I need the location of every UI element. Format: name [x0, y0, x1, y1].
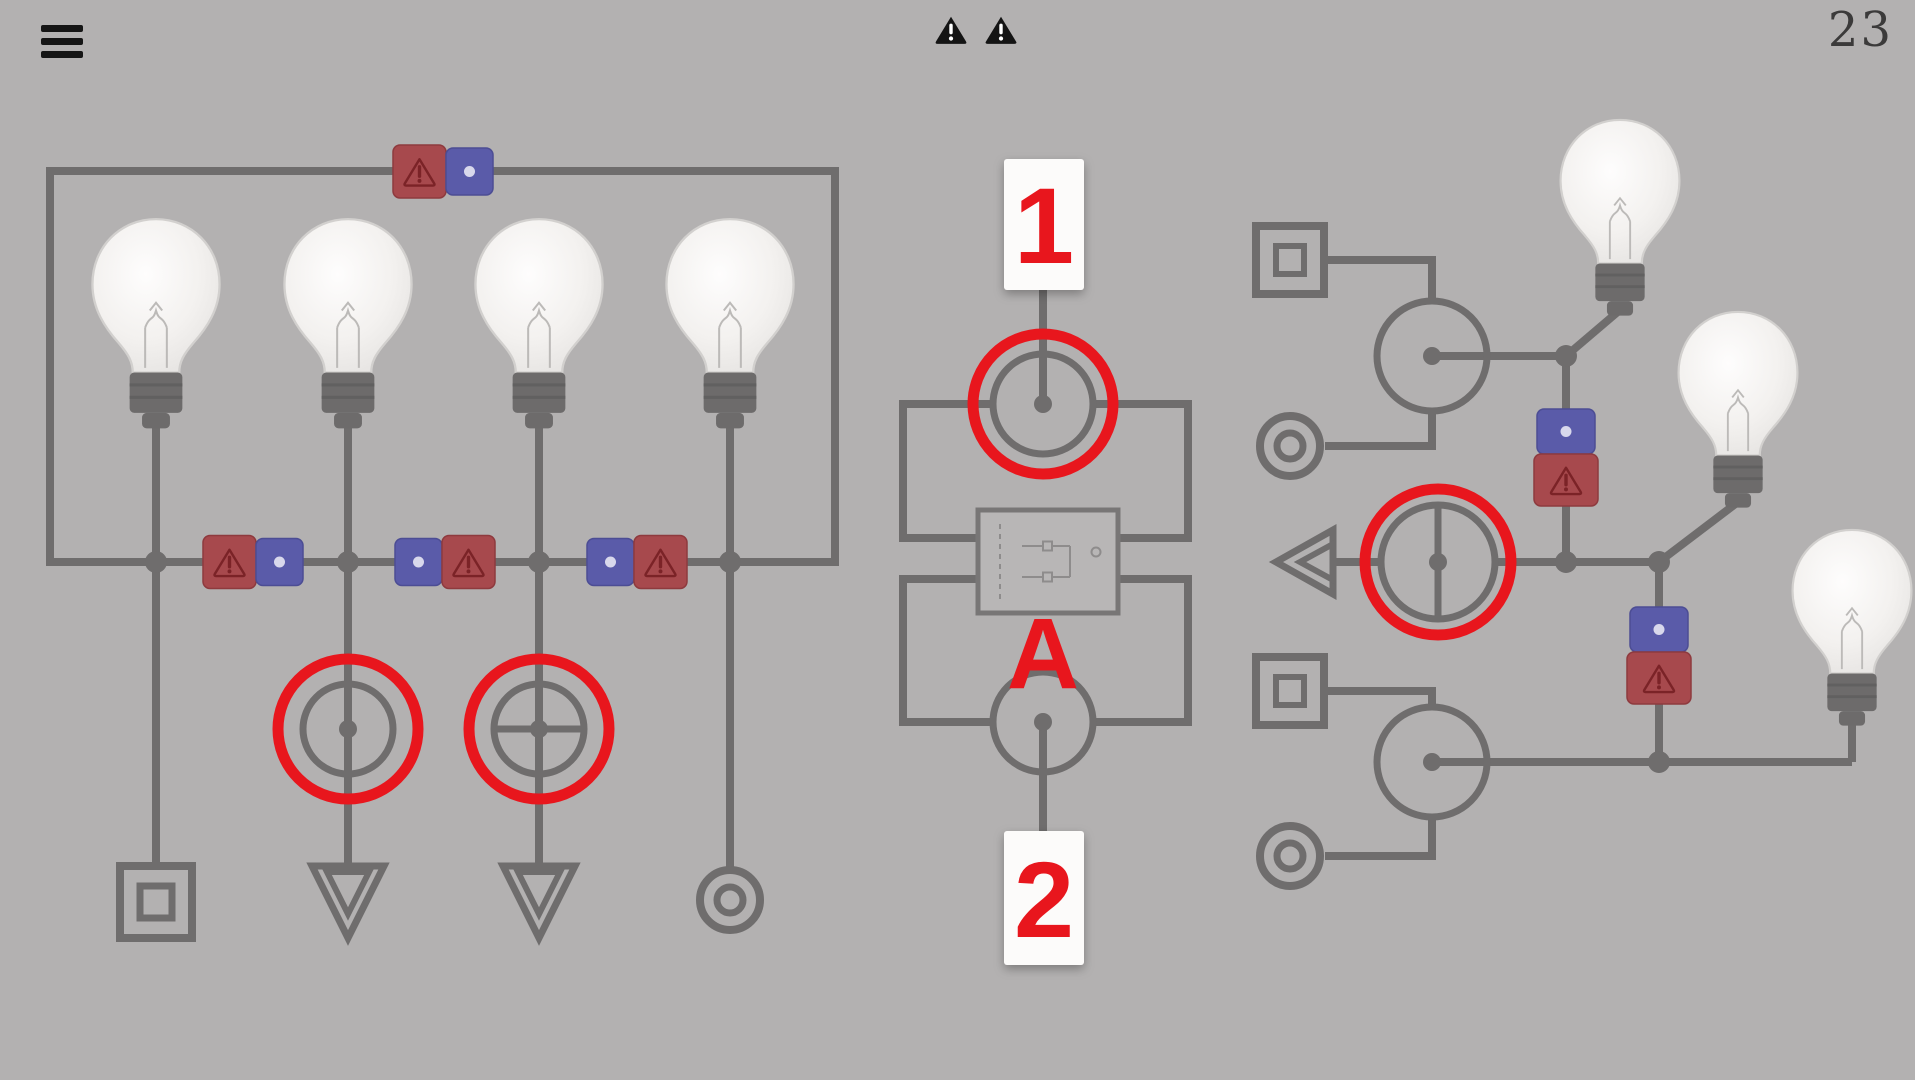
switch-pair-top: [392, 144, 494, 199]
dot-icon: [274, 556, 285, 568]
middle-circuit: 1 2 A: [899, 159, 1192, 965]
junction-dot: [528, 551, 550, 573]
rotary-switch-4[interactable]: [1377, 501, 1499, 623]
dot-icon: [413, 556, 424, 568]
arrow-left-terminal: [1268, 524, 1337, 600]
wire: [1325, 817, 1436, 860]
junction-dot: [719, 551, 741, 573]
rotary-switch-1[interactable]: [299, 680, 397, 778]
junction-dot: [1555, 345, 1577, 367]
terminal-card-label: 1: [1014, 165, 1074, 286]
rotary-switch-5[interactable]: [1373, 703, 1491, 821]
warning-switch-red[interactable]: [392, 144, 447, 199]
junction-dot: [1555, 551, 1577, 573]
hamburger-icon: [41, 25, 83, 32]
dot-icon: [1653, 624, 1665, 635]
terminal-card-label: 2: [1014, 839, 1074, 960]
component-box[interactable]: [975, 507, 1121, 616]
indicator-switch-blue[interactable]: [1629, 606, 1689, 653]
light-bulb-1: [90, 217, 222, 430]
switch-pair-right-2: [1626, 606, 1692, 705]
selection-ring: [272, 653, 424, 805]
wire: [152, 418, 734, 562]
rotary-switch-top[interactable]: [989, 350, 1097, 458]
junction-dot: [145, 551, 167, 573]
wire: [1325, 687, 1436, 707]
indicator-switch-blue[interactable]: [255, 537, 304, 587]
warning-indicators: [934, 14, 1018, 45]
wire: [152, 562, 734, 872]
terminal-card-2: 2: [1004, 831, 1084, 965]
level-number: 23: [1827, 2, 1893, 58]
warning-icon: [985, 16, 1017, 44]
wire: [1563, 306, 1623, 360]
ring-terminal: [1256, 822, 1324, 890]
menu-button[interactable]: [41, 25, 83, 61]
switch-pair-bus-3: [586, 534, 688, 590]
indicator-switch-blue[interactable]: [394, 537, 443, 587]
warning-switch-red[interactable]: [633, 534, 688, 590]
wire: [899, 400, 1192, 726]
rotary-switch-2[interactable]: [490, 680, 588, 778]
wire: [1432, 720, 1856, 766]
switch-pair-right-1: [1533, 408, 1599, 507]
light-bulb-4: [664, 217, 796, 430]
junction-dot: [1648, 751, 1670, 773]
left-circuit: [46, 144, 839, 946]
indicator-switch-blue[interactable]: [586, 537, 635, 587]
indicator-switch-blue[interactable]: [445, 147, 494, 196]
indicator-switch-blue[interactable]: [1536, 408, 1596, 455]
warning-switch-red[interactable]: [441, 534, 496, 590]
arrow-down-terminal: [306, 862, 390, 946]
square-terminal: [1252, 653, 1328, 729]
square-terminal: [116, 862, 196, 942]
light-bulb-5: [1559, 118, 1681, 318]
wire: [46, 167, 839, 566]
arrow-down-terminal: [497, 862, 581, 946]
wire: [1325, 411, 1436, 450]
ring-terminal: [696, 866, 764, 934]
warning-switch-red[interactable]: [202, 534, 257, 590]
ring-terminal: [1256, 412, 1324, 480]
selection-ring: [463, 653, 615, 805]
wire: [1325, 256, 1436, 301]
terminal-card-1: 1: [1004, 159, 1084, 290]
wire: [1656, 498, 1741, 566]
warning-switch-red[interactable]: [1533, 453, 1599, 507]
warning-icon: [935, 16, 967, 44]
rotary-switch-3[interactable]: [1373, 297, 1491, 415]
dot-icon: [605, 556, 616, 568]
rotary-switch-bottom[interactable]: [989, 668, 1097, 776]
right-circuit: [1252, 118, 1913, 890]
switch-pair-bus-1: [202, 534, 304, 590]
light-bulb-7: [1791, 528, 1913, 728]
warning-switch-red[interactable]: [1626, 651, 1692, 705]
selection-ring: [967, 328, 1119, 480]
dot-icon: [1560, 426, 1572, 437]
selection-ring: [1359, 483, 1517, 641]
light-bulb-2: [282, 217, 414, 430]
switch-pair-bus-2: [394, 534, 496, 590]
light-bulb-6: [1677, 310, 1799, 510]
junction-dot: [1648, 551, 1670, 573]
light-bulb-3: [473, 217, 605, 430]
dot-icon: [464, 166, 475, 177]
component-label: A: [1007, 598, 1079, 710]
junction-dot: [337, 551, 359, 573]
square-terminal: [1252, 222, 1328, 298]
